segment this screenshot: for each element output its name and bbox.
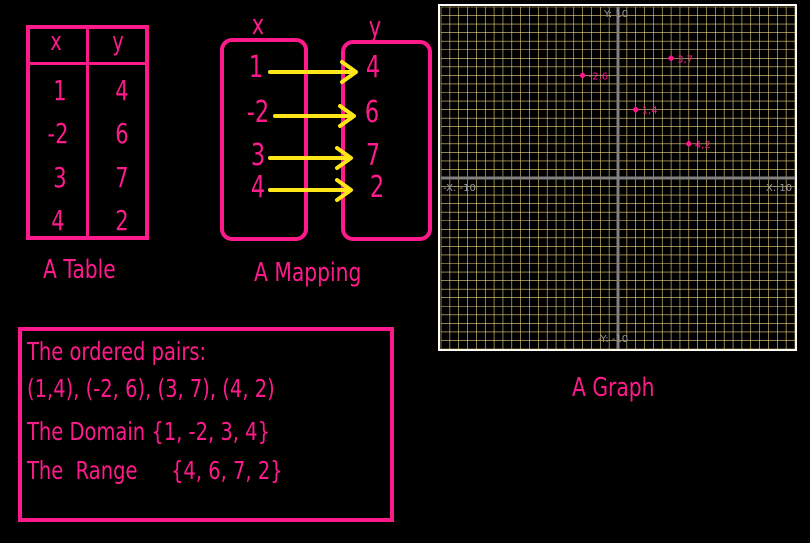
- ordered-pairs-box: [18, 327, 394, 522]
- mapping-range-3: 7: [365, 138, 381, 173]
- data-point-label-1: 1,4: [642, 106, 658, 117]
- pairs-list: (1,4), (-2, 6), (3, 7), (4, 2): [27, 374, 275, 403]
- table-header-y: y: [112, 27, 124, 57]
- domain-statement: The Domain {1, -2, 3, 4}: [27, 417, 271, 446]
- mapping-caption: A Mapping: [254, 258, 362, 288]
- mapping-domain-2: -2: [246, 95, 270, 130]
- data-point-label-2: -2,6: [589, 71, 609, 82]
- range-label: The Range: [27, 456, 138, 485]
- table-cell-y-3: 7: [115, 161, 129, 194]
- range-value: {4, 6, 7, 2}: [171, 456, 283, 485]
- data-point-label-3: 3,7: [677, 54, 693, 65]
- table-cell-x-1: 1: [53, 74, 67, 107]
- data-point-label-4: 4,2: [695, 140, 711, 151]
- mapping-range-2: 6: [364, 95, 380, 130]
- arrow-4-to-2: [268, 178, 353, 202]
- table-cell-y-1: 4: [115, 74, 129, 107]
- graph-caption: A Graph: [572, 373, 655, 403]
- axis-label-x-negative: -X: -10: [443, 183, 476, 194]
- table-divider-vertical: [86, 25, 89, 240]
- table-caption: A Table: [43, 255, 116, 285]
- axis-label-x-positive: X: 10: [766, 183, 793, 194]
- mapping-domain-3: 3: [250, 138, 266, 173]
- mapping-x-label: x: [251, 8, 265, 41]
- data-point-3: [667, 54, 675, 62]
- table-cell-y-4: 2: [115, 204, 129, 237]
- table-header-x: x: [50, 27, 62, 57]
- arrow-3-to-7: [268, 146, 353, 170]
- table-cell-x-4: 4: [51, 204, 65, 237]
- mapping-range-1: 4: [365, 50, 381, 85]
- mapping-domain-oval: [220, 38, 308, 241]
- axis-label-y-positive: Y: 10: [604, 9, 629, 20]
- mapping-domain-1: 1: [248, 50, 264, 85]
- table-divider-horizontal: [26, 62, 149, 65]
- data-point-4: [685, 140, 693, 148]
- table-cell-y-2: 6: [115, 117, 129, 150]
- table-cell-x-3: 3: [53, 161, 67, 194]
- arrow-1-to-4: [268, 60, 358, 84]
- mapping-domain-4: 4: [250, 170, 266, 205]
- arrow-neg2-to-6: [273, 104, 356, 128]
- mapping-y-label: y: [368, 10, 382, 43]
- mapping-range-4: 2: [369, 170, 385, 205]
- axis-label-y-negative: -Y: -10: [598, 334, 629, 345]
- data-point-1: [632, 106, 640, 114]
- data-point-2: [579, 71, 587, 79]
- pairs-heading: The ordered pairs:: [27, 337, 207, 366]
- table-cell-x-2: -2: [47, 117, 69, 150]
- mapping-range-oval: [341, 40, 432, 241]
